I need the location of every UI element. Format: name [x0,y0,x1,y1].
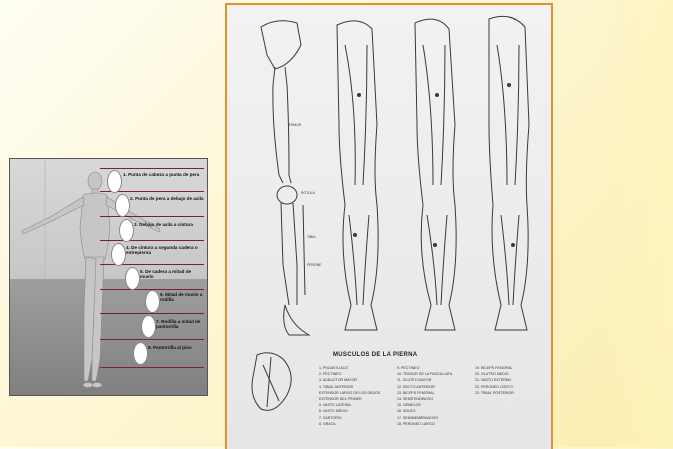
legend-item: 18. PERONEO LARGO [397,421,452,427]
proportion-label-3: 3. Debajo de axila a cintura [134,222,204,227]
proportion-label-6: 6. Mitad de muslo a rodilla [160,292,204,302]
plate-title: MUSCULOS DE LA PIERNA [333,352,417,358]
proportion-label-2: 2. Punta de pera a debajo de axila [130,196,204,201]
marker-7 [141,315,156,338]
legend-item: 21. VASTO EXTERNO [475,377,514,383]
marker-8 [133,342,148,365]
marker-2 [115,194,130,217]
bone-label-perone: PERONE [307,263,321,267]
marker-3 [119,219,134,242]
guide-line-9 [100,367,204,368]
slide-glow [600,0,673,447]
marker-6 [145,290,160,313]
marker-5 [125,267,140,290]
leg-muscles-plate: FEMUR ROTULA TIBIA PERONE MUSCULOS DE LA… [225,3,553,449]
guide-line-7 [100,313,204,314]
proportion-label-8: 8. Pantorrilla al piso [148,345,198,350]
legend-column-1: 1. PSOAS ILIACO 2. PECTINEO 3. ADDUCTOR … [319,365,380,427]
legend-item: 22. PERONEO CORTO [475,384,514,390]
proportion-figure-panel: 1. Punta de cabeza a punta de pera 2. Pu… [9,158,208,396]
guide-line-3 [100,216,204,217]
marker-4 [111,243,126,266]
guide-line-1 [100,168,204,169]
guide-line-8 [100,339,204,340]
proportion-label-5: 5. De cadera a mitad de muslo [140,269,204,279]
bone-label-rotula: ROTULA [301,191,315,195]
guide-line-4 [100,240,204,241]
proportion-label-7: 7. Rodilla a mitad de pantorrilla [156,319,204,329]
proportion-label-4: 4. De cintura a segunda cadera o entrepi… [126,245,204,255]
legend-item: 23. TIBIAL POSTERIOR [475,390,514,396]
legend-column-3: 19. BICEPS FEMORAL 20. GLUTEO MEDIO 21. … [475,365,514,396]
bone-label-tibia: TIBIA [307,235,315,239]
marker-1 [107,170,122,193]
legend-item: 8. GRACIL [319,421,380,427]
proportion-label-1: 1. Punta de cabeza a punta de pera [123,172,203,177]
legend-column-2: 9. PECTINEO 10. TENSOR DE LA FASCIA LATA… [397,365,452,427]
bone-label-femur: FEMUR [289,123,301,127]
